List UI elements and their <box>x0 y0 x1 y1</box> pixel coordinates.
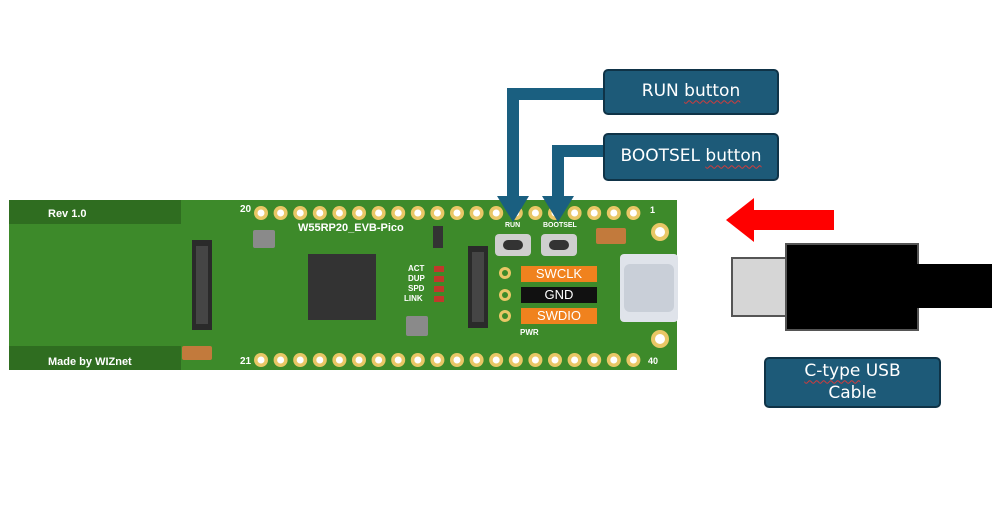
pin-hole <box>433 356 441 364</box>
pin-hole <box>355 209 363 217</box>
pin-hole <box>551 356 559 364</box>
led-label-dup: DUP <box>408 274 425 283</box>
insert-direction-arrow <box>726 198 834 242</box>
led-label-spd: SPD <box>408 284 425 293</box>
board-revision: Rev 1.0 <box>48 208 87 220</box>
usb-c-cable <box>731 243 992 331</box>
led-label-act: ACT <box>408 264 425 273</box>
pin-hole <box>375 356 383 364</box>
pin-hole <box>492 209 500 217</box>
swclk-label: SWCLK <box>535 266 583 281</box>
board-name: W55RP20_EVB-Pico <box>298 222 404 234</box>
pin-hole <box>414 356 422 364</box>
pin-hole <box>277 356 285 364</box>
pin-hole <box>414 209 422 217</box>
pin-hole <box>316 356 324 364</box>
pin-hole <box>335 209 343 217</box>
bootsel-button-callout: BOOTSEL button <box>603 133 779 181</box>
pin-hole <box>394 356 402 364</box>
pin-hole <box>571 209 579 217</box>
pin-hole <box>257 209 265 217</box>
bootsel-pointer-arrow <box>542 145 603 222</box>
cable-callout-type: C-type <box>804 361 861 382</box>
pin-hole <box>512 356 520 364</box>
pin-hole <box>296 356 304 364</box>
pin-number-1: 1 <box>650 205 656 215</box>
pin-hole <box>355 356 363 364</box>
bootsel-silkscreen: BOOTSEL <box>543 222 577 229</box>
bottom-pin-row <box>254 353 641 367</box>
gnd-label: GND <box>544 287 574 302</box>
pwr-label: PWR <box>520 328 539 337</box>
swclk-label-bg <box>521 266 597 282</box>
pin-hole <box>316 209 324 217</box>
run-callout-suffix: button <box>684 81 741 102</box>
pin-hole <box>277 209 285 217</box>
swdio-label-bg <box>521 308 597 324</box>
pin-hole <box>531 356 539 364</box>
pin-hole <box>610 356 618 364</box>
run-callout-word: RUN <box>641 81 679 102</box>
pin-hole <box>335 356 343 364</box>
pin-number-20: 20 <box>240 204 252 215</box>
pin-hole <box>492 356 500 364</box>
usb-cable-callout: C-type USB Cable <box>764 357 941 408</box>
run-silkscreen: RUN <box>505 222 521 229</box>
bootsel-callout-suffix: button <box>705 146 762 167</box>
pin-hole <box>473 209 481 217</box>
pin-hole <box>453 209 461 217</box>
swdio-label: SWDIO <box>536 308 582 323</box>
pin-hole <box>394 209 402 217</box>
pin-number-40: 40 <box>648 356 659 366</box>
pin-hole <box>629 209 637 217</box>
gnd-label-bg <box>521 287 597 303</box>
run-pointer-arrow <box>497 88 603 222</box>
bootsel-callout-word: BOOTSEL <box>620 146 701 167</box>
main-chip <box>308 254 376 320</box>
pin-hole <box>375 209 383 217</box>
pin-hole <box>257 356 265 364</box>
pin-hole <box>473 356 481 364</box>
pin-hole <box>610 209 618 217</box>
pin-hole <box>296 209 304 217</box>
run-button-callout: RUN button <box>603 69 779 115</box>
pin-hole <box>629 356 637 364</box>
pin-hole <box>531 209 539 217</box>
pin-hole <box>590 356 598 364</box>
led-label-link: LINK <box>404 294 423 303</box>
pin-hole <box>433 209 441 217</box>
board-maker: Made by WIZnet <box>48 356 132 368</box>
pin-hole <box>571 356 579 364</box>
pin-hole <box>453 356 461 364</box>
pin-hole <box>590 209 598 217</box>
top-pin-row <box>254 206 641 220</box>
cable-callout-line2: Cable <box>828 382 877 403</box>
cable-callout-usb: USB <box>865 361 901 382</box>
pin-number-21: 21 <box>240 356 252 367</box>
pcb-board <box>9 200 678 370</box>
